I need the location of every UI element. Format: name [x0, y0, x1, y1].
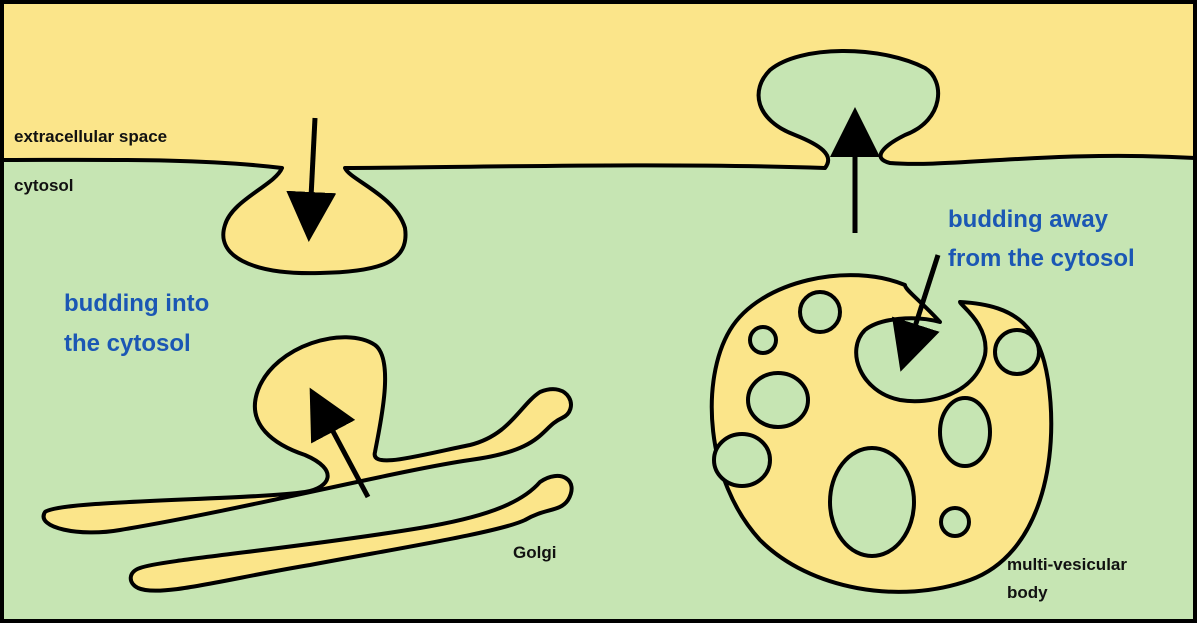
budding-away-label-line1: budding away: [948, 206, 1109, 233]
mvb-vesicle: [800, 292, 840, 332]
mvb-label-line2: body: [1007, 583, 1048, 602]
budding-away-label-line2: from the cytosol: [948, 245, 1135, 272]
golgi-label: Golgi: [513, 543, 556, 562]
mvb-vesicle: [748, 373, 808, 427]
mvb-vesicle: [750, 327, 776, 353]
mvb-vesicle: [995, 330, 1039, 374]
budding-into-label-line2: the cytosol: [64, 330, 191, 357]
cytosol-label: cytosol: [14, 176, 74, 195]
mvb-vesicle: [714, 434, 770, 486]
extracellular-space-label: extracellular space: [14, 127, 167, 146]
mvb-vesicle: [830, 448, 914, 556]
mvb-vesicle: [941, 508, 969, 536]
mvb-vesicle: [940, 398, 990, 466]
budding-into-label-line1: budding into: [64, 290, 209, 317]
mvb-label-line1: multi-vesicular: [1007, 555, 1127, 574]
